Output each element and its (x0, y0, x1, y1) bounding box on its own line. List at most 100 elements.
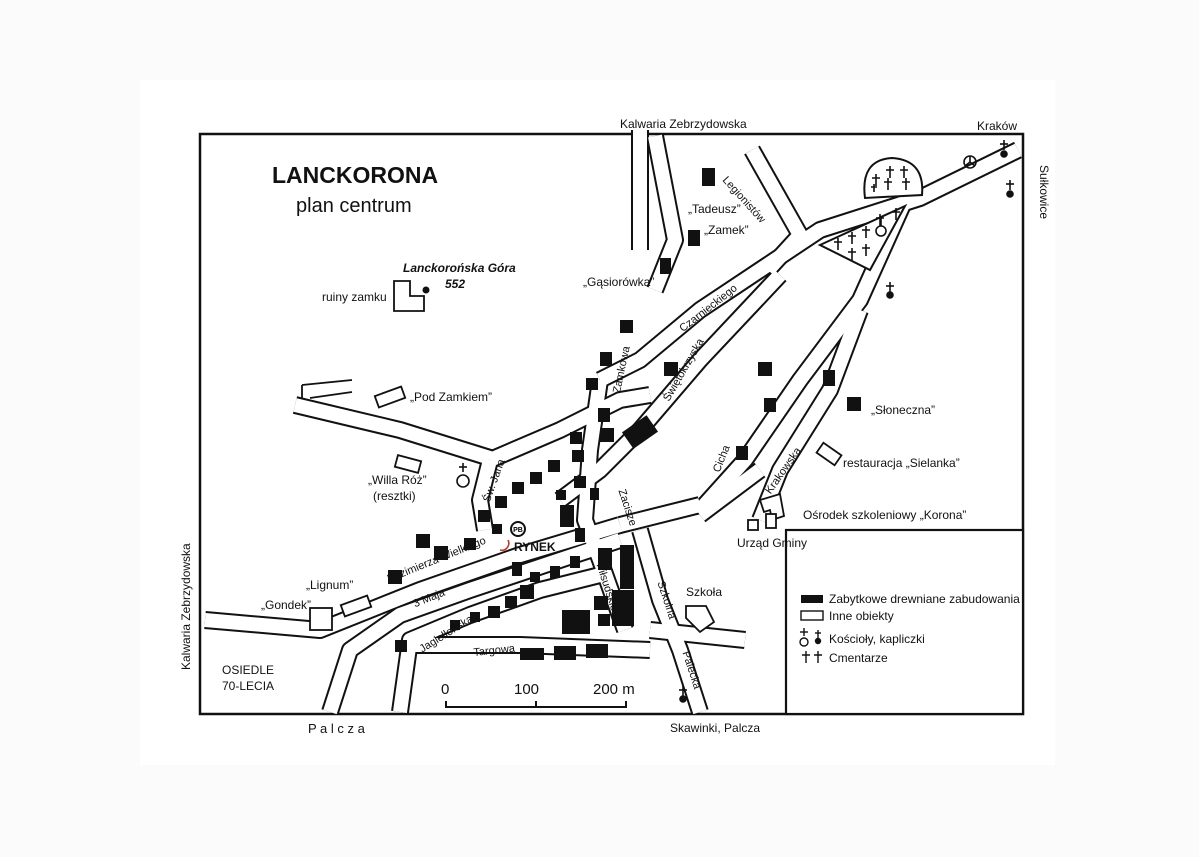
historic-building (572, 450, 584, 462)
other-building (765, 513, 777, 529)
edge-label-bottom-right: Skawinki, Palcza (670, 721, 761, 735)
scale-label-0: 0 (441, 681, 450, 698)
historic-building (575, 528, 585, 542)
school-building (685, 605, 716, 634)
historic-building (598, 408, 610, 422)
scale-label-200: 200 m (593, 681, 635, 698)
svg-text:PB: PB (513, 527, 523, 534)
ruins-label: ruiny zamku (322, 290, 387, 304)
historic-building (556, 490, 566, 500)
legend-label-other: Inne obiekty (829, 609, 894, 623)
historic-building (702, 168, 715, 186)
historic-building (758, 362, 772, 376)
legend-box (784, 528, 1025, 716)
peak-name: Lanckorońska Góra (403, 261, 516, 275)
other-building (309, 391, 353, 399)
historic-building (492, 524, 502, 534)
legend-symbol-filled (801, 595, 823, 603)
historic-building (847, 397, 861, 411)
historic-building (562, 610, 590, 634)
rynek-marker: PB (499, 521, 526, 552)
legend-label-historic: Zabytkowe drewniane zabudowania (829, 592, 1020, 606)
legend-label-churches: Kościoły, kapliczki (829, 632, 925, 646)
historic-building (512, 482, 524, 494)
historic-building (388, 570, 402, 584)
peak-elevation: 552 (445, 277, 466, 291)
korona-label: Ośrodek szkoleniowy „Korona” (803, 508, 967, 522)
historic-building (570, 556, 580, 568)
historic-building (598, 614, 610, 626)
willa-roz-note: (resztki) (373, 489, 416, 503)
edge-label-right: Sułkowice (1037, 165, 1051, 220)
historic-building (664, 362, 678, 376)
historic-building (620, 545, 634, 589)
cemetery-crosses (834, 166, 910, 260)
historic-building (600, 352, 612, 366)
cemetery-lower (817, 203, 908, 272)
chapel-icons (456, 140, 1014, 703)
historic-building (586, 378, 598, 390)
historic-building (530, 472, 542, 484)
historic-building (621, 415, 659, 449)
gondek-label: „Gondek” (261, 598, 312, 612)
historic-building (395, 640, 407, 652)
historic-building (620, 320, 633, 333)
historic-building (470, 612, 480, 622)
pod-zamkiem-label: „Pod Zamkiem” (410, 390, 493, 404)
historic-building (594, 596, 608, 610)
willa-roz-label: „Willa Róż” (368, 473, 427, 487)
historic-building (612, 590, 634, 626)
chapel-icon (886, 282, 894, 299)
urzad-gminy-label: Urząd Gminy (737, 536, 808, 550)
scale-bar (445, 701, 627, 708)
historic-building (600, 428, 614, 442)
historic-building (550, 566, 560, 578)
edge-label-top: Kalwaria Zebrzydowska (620, 117, 747, 131)
legend-symbol-empty (800, 610, 824, 621)
rynek-label: RYNEK (514, 540, 556, 554)
tadeusz-label: „Tadeusz” (688, 202, 741, 216)
historic-building (520, 585, 534, 599)
historic-building (434, 546, 448, 560)
historic-building (586, 644, 608, 658)
historic-building (488, 606, 500, 618)
historic-building (416, 534, 430, 548)
zamek-label: „Zamek” (704, 223, 749, 237)
legend-church-icon (799, 628, 822, 647)
scale-label-100: 100 (514, 681, 540, 698)
other-building (815, 441, 843, 467)
historic-building (450, 620, 460, 630)
map-frame (198, 132, 1025, 716)
historic-building (512, 562, 522, 576)
other-buildings (301, 280, 843, 634)
historic-building (548, 460, 560, 472)
historic-building (688, 230, 700, 246)
edge-label-bottom-left: P a l c z a (308, 721, 365, 736)
legend-cemetery-icon (802, 651, 822, 663)
historic-building (590, 488, 599, 500)
other-building (339, 594, 373, 618)
other-building (301, 379, 353, 398)
lignum-label: „Lignum” (306, 578, 354, 592)
historic-building (478, 510, 490, 522)
church-icon (875, 218, 887, 237)
other-building (747, 519, 759, 531)
edge-label-top-right: Kraków (977, 119, 1018, 133)
chapel-icon (1000, 140, 1008, 158)
sielanka-label: restauracja „Sielanka” (843, 456, 960, 470)
historic-building (574, 476, 586, 488)
historic-building (598, 548, 612, 570)
historic-building (823, 370, 835, 386)
historic-buildings (388, 168, 861, 660)
historic-building (736, 446, 748, 460)
historic-building (554, 646, 576, 660)
historic-building (660, 258, 671, 274)
historic-building (495, 496, 507, 508)
legend-label-cemeteries: Cmentarze (829, 651, 888, 665)
historic-building (464, 538, 476, 550)
historic-building (505, 596, 517, 608)
historic-building (520, 648, 544, 660)
wheel-icon (963, 155, 977, 169)
peak-marker (422, 286, 430, 294)
